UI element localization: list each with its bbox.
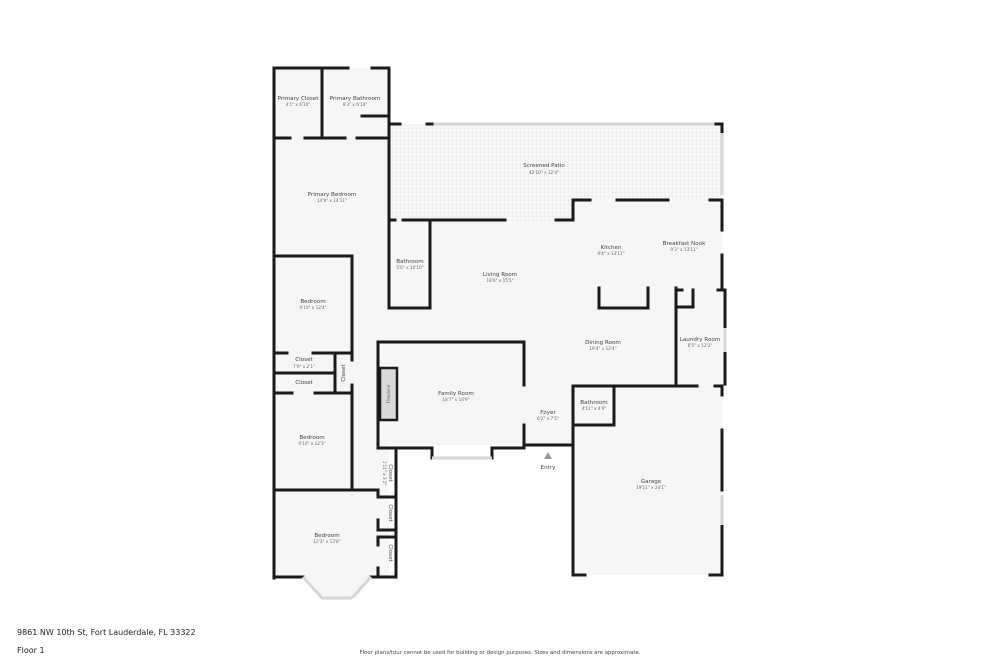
room-primary-bedroom: Primary Bedroom [308, 192, 357, 198]
room-dim: 19'11" x 24'1" [636, 485, 666, 490]
room-closet-1: Closet [295, 357, 313, 363]
room-dim: 1'11" x 3'2" [382, 461, 387, 486]
room-dim: 9'10" x 12'4" [299, 305, 326, 310]
room-dim: 9'10" x 12'3" [298, 441, 325, 446]
room-bedroom-1: Bedroom [300, 299, 325, 305]
room-living-room: Living Room [483, 272, 517, 278]
room-kitchen: Kitchen [600, 245, 621, 251]
room-dim: 6'2" x 7'5" [537, 416, 559, 421]
room-dim: 4'11" x 4'9" [582, 406, 607, 411]
walls [272, 66, 727, 600]
room-dim: 12'3" x 13'8" [313, 539, 340, 544]
fireplace [378, 366, 399, 422]
room-foyer: Foyer [540, 410, 556, 416]
room-dim: 42'10" x 12'4" [529, 170, 559, 175]
room-laundry-room: Laundry Room [680, 337, 721, 343]
room-closet-5: Closet [387, 504, 393, 522]
room-bedroom-3: Bedroom [314, 533, 339, 539]
room-dining-room: Dining Room [585, 340, 621, 346]
room-closet-2: Closet [295, 380, 313, 386]
room-labels: Primary Closet 4'1" x 6'10" Primary Bath… [278, 96, 721, 563]
disclaimer: Floor plans/tour cannot be used for buil… [359, 650, 641, 656]
room-dim: 5'0" x 10'10" [396, 265, 423, 270]
room-dim: 14'9" x 14'11" [317, 198, 347, 203]
room-dim: 19'4" x 12'4" [589, 346, 616, 351]
room-primary-closet: Primary Closet [278, 96, 320, 102]
floor-fill [274, 68, 723, 598]
room-closet-4: Closet [387, 464, 393, 482]
property-address: 9861 NW 10th St, Fort Lauderdale, FL 333… [17, 628, 196, 637]
room-garage: Garage [641, 479, 662, 485]
room-screened-patio: Screened Patio [523, 163, 565, 169]
room-primary-bathroom: Primary Bathroom [330, 96, 381, 102]
room-bedroom-2: Bedroom [299, 435, 324, 441]
room-dim: 6'5" x 12'2" [688, 343, 713, 348]
room-closet-6: Closet [387, 544, 393, 562]
room-breakfast-nook: Breakfast Nook [663, 241, 706, 247]
room-dim: 7'9" x 2'1" [293, 364, 315, 369]
room-dim: 18'6" x 15'5" [486, 278, 513, 283]
entry-label: Entry [541, 465, 557, 471]
floor-label: Floor 1 [17, 646, 45, 655]
screened-patio-area [387, 122, 724, 195]
room-family-room: Family Room [438, 391, 474, 397]
entry-arrow-icon [544, 452, 552, 459]
room-bathroom-2: Bathroom [580, 400, 607, 406]
room-dim: 9'4" x 13'11" [597, 251, 624, 256]
room-closet-3: Closet [341, 363, 347, 381]
room-dim: 18'7" x 14'9" [442, 397, 469, 402]
fireplace-label: Fireplace [386, 384, 391, 403]
room-dim: 4'1" x 6'10" [286, 102, 311, 107]
room-bathroom-1: Bathroom [396, 259, 423, 265]
room-dim: 8'3" x 6'10" [343, 102, 368, 107]
room-dim: 9'3" x 13'11" [670, 247, 697, 252]
